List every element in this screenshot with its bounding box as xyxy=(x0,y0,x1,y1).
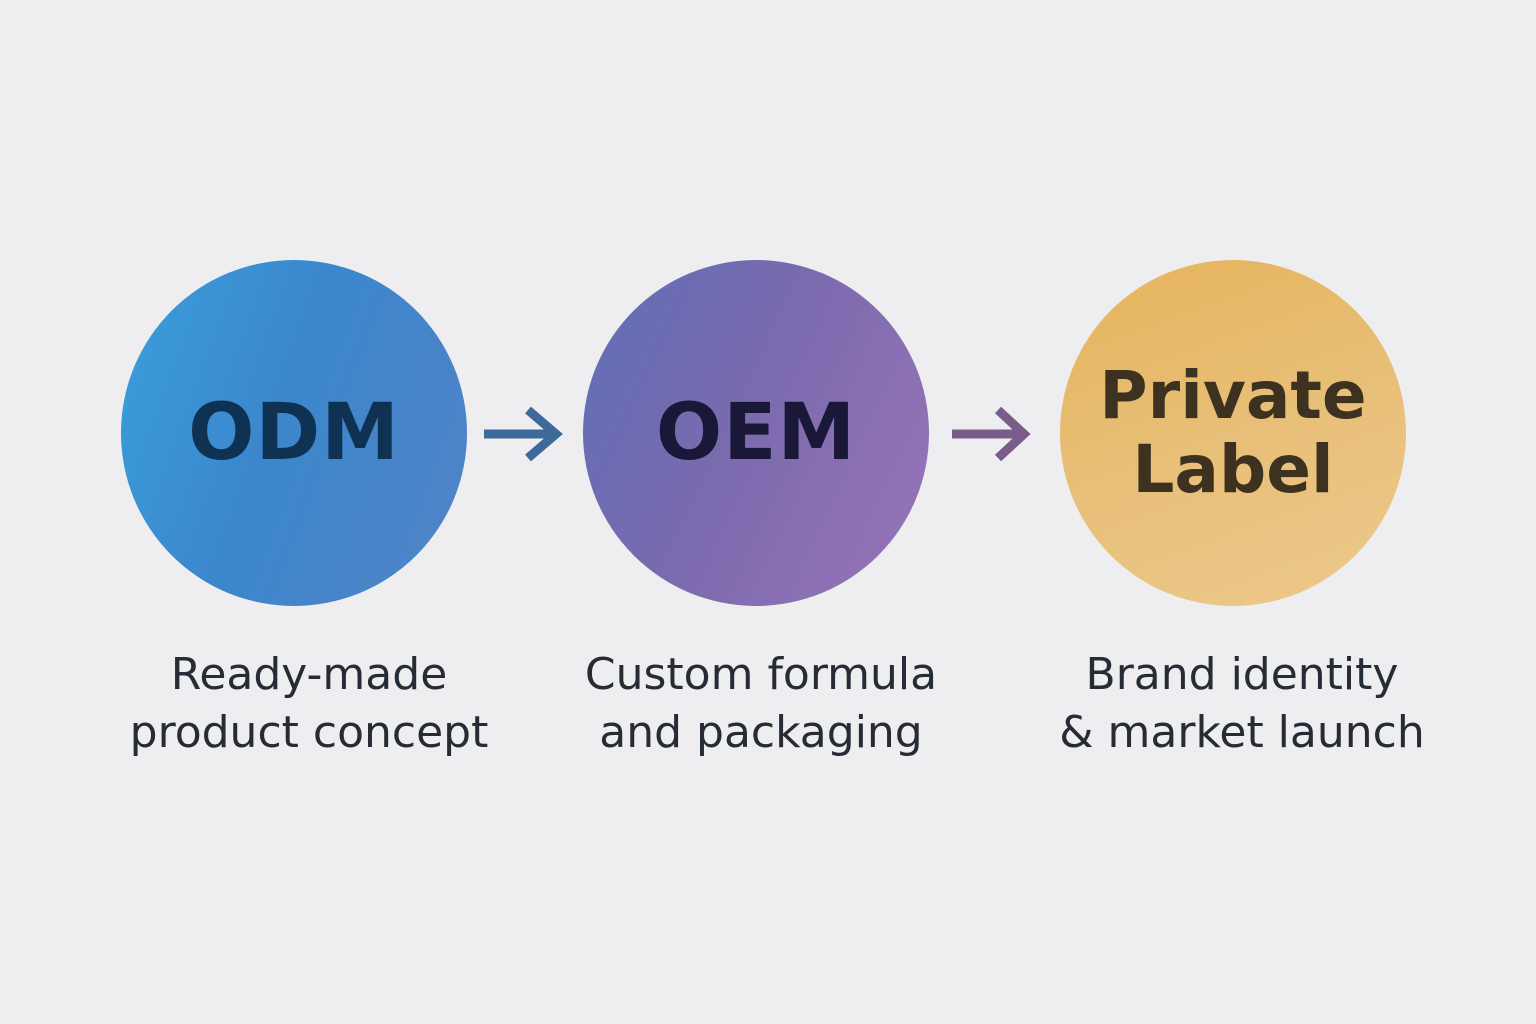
private-label-caption-line2: & market launch xyxy=(1059,707,1425,758)
odm-caption-line1: Ready-made xyxy=(170,649,448,700)
private-label-label: Private Label xyxy=(1099,359,1366,507)
oem-caption: Custom formula and packaging xyxy=(551,646,971,762)
odm-label: ODM xyxy=(188,388,400,478)
private-label-line2: Label xyxy=(1132,431,1334,508)
private-label-caption: Brand identity & market launch xyxy=(1032,646,1452,762)
arrow-right-icon xyxy=(952,406,1031,462)
odm-caption: Ready-made product concept xyxy=(99,646,519,762)
odm-caption-line2: product concept xyxy=(129,707,489,758)
arrow-right-icon xyxy=(484,406,563,462)
private-label-circle: Private Label xyxy=(1060,260,1406,606)
oem-caption-line1: Custom formula xyxy=(584,649,938,700)
oem-caption-line2: and packaging xyxy=(599,707,923,758)
private-label-line1: Private xyxy=(1099,357,1367,434)
oem-circle: OEM xyxy=(583,260,929,606)
oem-label: OEM xyxy=(655,388,857,478)
private-label-caption-line1: Brand identity xyxy=(1085,649,1399,700)
odm-circle: ODM xyxy=(121,260,467,606)
